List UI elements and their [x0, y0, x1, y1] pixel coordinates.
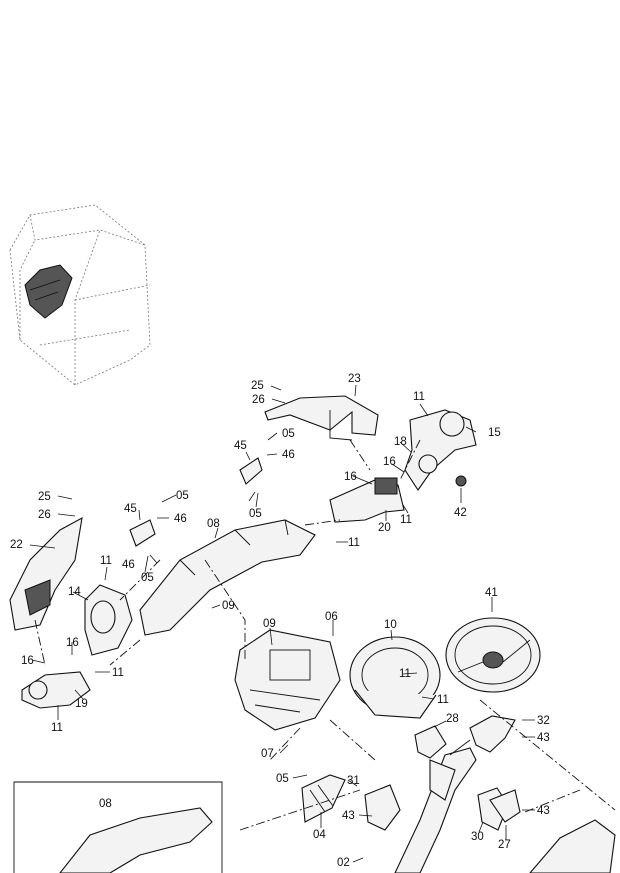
part-27-support [489, 789, 521, 823]
callout-42: 42 [454, 507, 467, 519]
callout-05: 05 [141, 572, 154, 584]
callout-45: 45 [124, 503, 137, 515]
callout-11: 11 [348, 537, 360, 549]
callout-18: 18 [394, 436, 407, 448]
callout-22: 22 [10, 539, 23, 551]
part-45-bracket-left [129, 519, 156, 547]
callout-02: 02 [337, 857, 350, 869]
callout-14: 14 [68, 586, 81, 598]
callout-43: 43 [342, 810, 355, 822]
callout-05: 05 [176, 490, 189, 502]
callout-28: 28 [446, 713, 459, 725]
callout-11: 11 [437, 694, 449, 706]
callout-23: 23 [348, 373, 361, 385]
callout-41: 41 [485, 587, 498, 599]
steering-column [394, 739, 477, 873]
callout-06: 06 [325, 611, 338, 623]
callout-04: 04 [313, 829, 326, 841]
callout-16: 16 [344, 471, 357, 483]
callout-16: 16 [66, 637, 79, 649]
part-08-beam [139, 519, 316, 636]
part-10-cover [349, 636, 441, 719]
callout-labels: 25 26 23 11 15 05 46 45 18 16 16 42 11 2… [10, 373, 550, 869]
callout-07: 07 [261, 748, 274, 760]
part-28-switch [414, 725, 447, 759]
corner-assembly [529, 819, 616, 873]
part-15-housing [404, 409, 477, 491]
part-06-frame [234, 629, 341, 731]
leader-lines [29, 384, 535, 863]
cab-overview [9, 204, 151, 386]
callout-19: 19 [75, 698, 88, 710]
part-32-bracket [469, 715, 516, 753]
callout-26: 26 [38, 509, 51, 521]
callout-08: 08 [207, 518, 220, 530]
part-20-block [329, 477, 405, 523]
callout-11: 11 [100, 555, 112, 567]
callout-09: 09 [222, 600, 235, 612]
callout-27: 27 [498, 839, 511, 851]
part-45-bracket-upper [239, 457, 263, 485]
part-04-pedal [301, 774, 346, 823]
callout-16: 16 [383, 456, 396, 468]
callout-46: 46 [122, 559, 135, 571]
assembly-lines [34, 439, 616, 831]
part-14-housing [84, 584, 133, 656]
callout-15: 15 [488, 427, 501, 439]
callout-26: 26 [252, 394, 265, 406]
callout-32: 32 [537, 715, 550, 727]
part-23-cover [264, 395, 379, 441]
callout-16: 16 [21, 655, 34, 667]
callout-25: 25 [38, 491, 51, 503]
callout-43: 43 [537, 732, 550, 744]
callout-05: 05 [249, 508, 262, 520]
callout-11: 11 [51, 722, 63, 734]
callout-05: 05 [276, 773, 289, 785]
callout-46: 46 [174, 513, 187, 525]
part-41-steering-wheel [445, 617, 541, 693]
part-31-bracket [364, 784, 401, 831]
callout-45: 45 [234, 440, 247, 452]
part-22-panel [9, 516, 83, 631]
callout-08: 08 [99, 798, 112, 810]
callout-25: 25 [251, 380, 264, 392]
callout-05: 05 [282, 428, 295, 440]
inset-detail-box [13, 781, 223, 873]
part-19-base [21, 671, 91, 709]
callout-11: 11 [400, 514, 412, 526]
callout-11: 11 [112, 667, 124, 679]
callout-11: 11 [413, 391, 425, 403]
callout-31: 31 [347, 775, 360, 787]
callout-20: 20 [378, 522, 391, 534]
callout-11: 11 [399, 668, 411, 680]
callout-43: 43 [537, 805, 550, 817]
callout-09: 09 [263, 618, 276, 630]
callout-46: 46 [282, 449, 295, 461]
callout-10: 10 [384, 619, 397, 631]
callout-30: 30 [471, 831, 484, 843]
